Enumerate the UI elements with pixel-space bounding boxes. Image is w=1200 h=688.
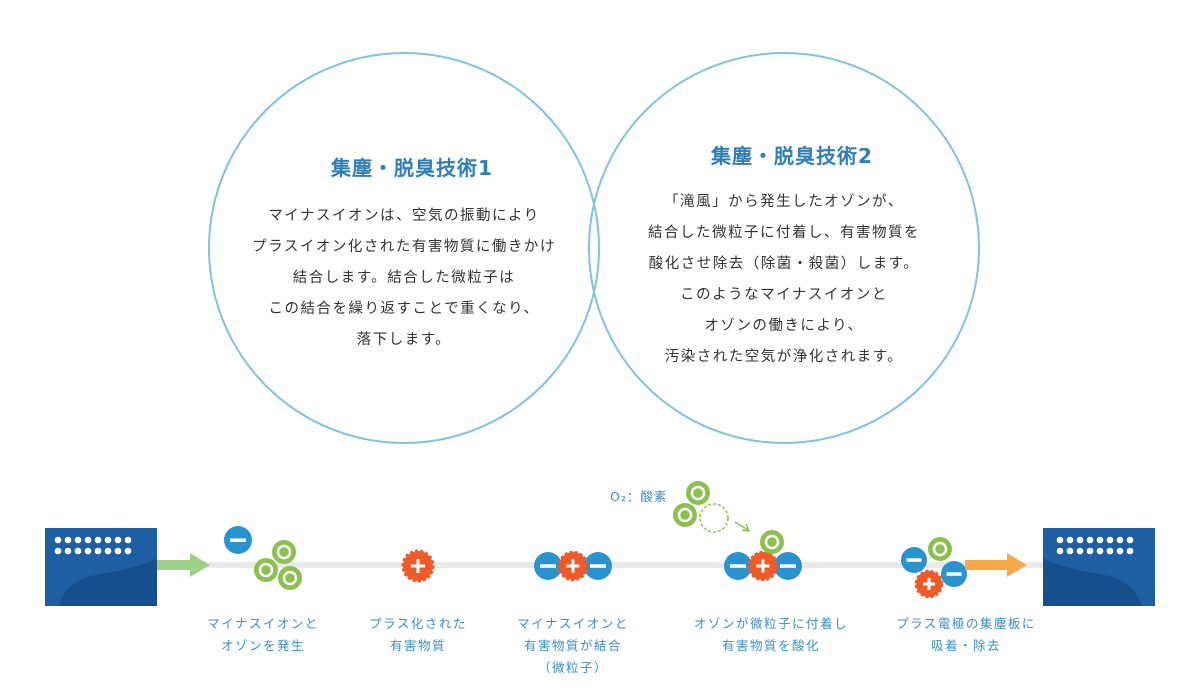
caption-line: 有害物質	[389, 638, 446, 653]
tech2-line: オゾンの働きにより、	[704, 318, 864, 334]
caption-line: オゾンを発生	[220, 638, 305, 653]
tech2-line: 「滝風」から発生したオゾンが、	[664, 194, 904, 210]
caption-line: 有害物質が結合	[523, 638, 622, 653]
ozone-icon	[254, 540, 302, 590]
tech1-title: 集塵・脱臭技術1	[331, 156, 493, 180]
tech1-line: 結合します。結合した微粒子は	[292, 270, 516, 286]
tech1-line: この結合を繰り返すことで重くなり、	[268, 301, 540, 317]
caption-line: 吸着・除去	[930, 638, 1001, 653]
caption-line: プラス化された	[369, 616, 467, 631]
step-caption-2: プラス化された 有害物質	[318, 613, 518, 657]
caption-line: プラス電極の集塵板に	[896, 616, 1036, 631]
tech2-line: このようなマイナスイオンと	[680, 287, 888, 303]
airflow-out-arrow-icon	[965, 553, 1027, 577]
minus-ion-icon	[224, 526, 252, 554]
airflow-in-arrow-icon	[157, 553, 210, 577]
machine-right-icon	[1043, 528, 1155, 606]
tech2-line: 汚染された空気が浄化されます。	[664, 349, 904, 365]
tech1-line: プラスイオン化された有害物質に働きかけ	[252, 239, 556, 255]
tech2-line: 結合した微粒子に付着し、有害物質を	[648, 225, 920, 241]
combined-particle-icon	[534, 550, 612, 582]
step-caption-4: オゾンが微粒子に付着し 有害物質を酸化	[671, 613, 871, 657]
tech2-title: 集塵・脱臭技術2	[711, 144, 873, 168]
machine-left-icon	[45, 528, 157, 606]
plus-particle-icon	[401, 549, 435, 583]
caption-line: マイナスイオンと	[207, 616, 319, 631]
caption-line: （微粒子）	[537, 660, 608, 675]
step-caption-1: マイナスイオンと オゾンを発生	[163, 613, 363, 657]
oxygen-icon	[673, 481, 751, 533]
caption-line: 有害物質を酸化	[721, 638, 820, 653]
tech2-body: 「滝風」から発生したオゾンが、 結合した微粒子に付着し、有害物質を 酸化させ除去…	[594, 187, 974, 373]
tech2-circle	[588, 52, 980, 444]
tech1-line: 落下します。	[356, 332, 452, 348]
tech1-line: マイナスイオンは、空気の振動により	[268, 208, 540, 224]
tech2-line: 酸化させ除去（除菌・殺菌）します。	[648, 256, 920, 272]
caption-line: オゾンが微粒子に付着し	[693, 616, 848, 631]
step-caption-5: プラス電極の集塵板に 吸着・除去	[866, 613, 1066, 657]
tech1-body: マイナスイオンは、空気の振動により プラスイオン化された有害物質に働きかけ 結合…	[214, 201, 594, 356]
purification-flow-diagram	[45, 481, 1155, 606]
collected-cluster-icon	[901, 537, 967, 599]
oxygen-label: O₂：酸素	[610, 489, 668, 504]
step-caption-3: マイナスイオンと 有害物質が結合 （微粒子）	[473, 613, 673, 679]
oxidized-particle-icon	[724, 530, 802, 582]
caption-line: マイナスイオンと	[517, 616, 629, 631]
